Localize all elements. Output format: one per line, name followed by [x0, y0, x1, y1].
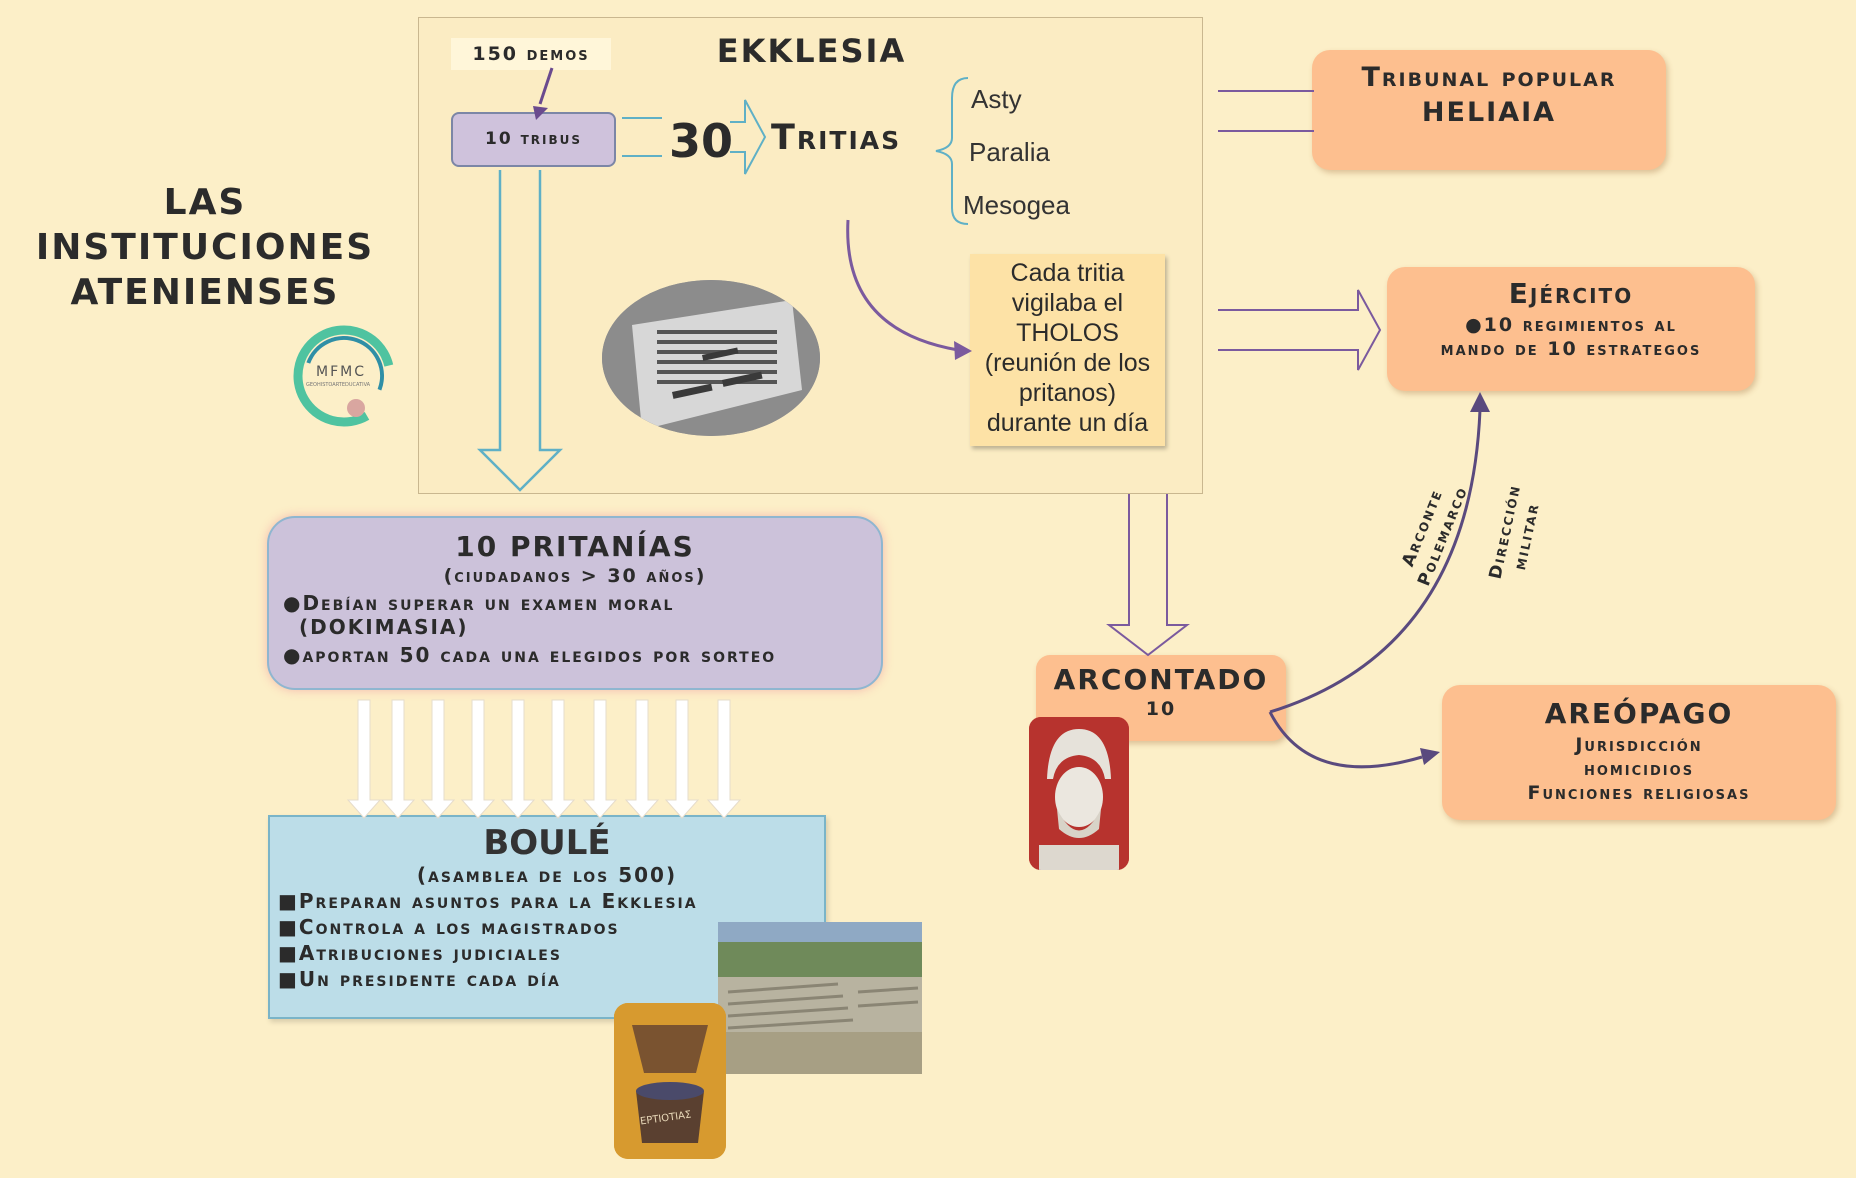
ekklesia-title: EKKLESIA — [716, 32, 907, 70]
boule-item: ■Atribuciones judiciales — [278, 941, 562, 965]
arrowhead-tholos — [954, 341, 972, 360]
pritanias-box: 10 PRITANÍAS (ciudadanos > 30 años) ●Deb… — [267, 516, 883, 690]
tritias-label: Tritias — [771, 118, 902, 158]
boule-title: BOULÉ — [483, 823, 611, 863]
page-title: LAS INSTITUCIONES ATENIENSES — [35, 182, 375, 313]
areopago-item: homicidios — [1583, 758, 1695, 780]
tribus-box: 10 tribus — [451, 112, 616, 167]
logo-text: MFMC — [316, 364, 366, 380]
arrow-ekklesia-to-arcontado — [1106, 494, 1190, 657]
arrow-arcontado-to-ejercito — [1269, 409, 1482, 714]
arcontado-title: ARCONTADO — [1053, 663, 1269, 696]
vase-image: EPTIOTIAΣ — [614, 1003, 726, 1159]
arrow-demos-to-tribus — [538, 67, 554, 105]
arrow-30-to-tritias — [730, 99, 767, 175]
demos-label: 150 demos — [451, 38, 611, 70]
region-paralia: Paralia — [969, 137, 1050, 167]
boule-item: ■Preparan asuntos para la Ekklesia — [278, 889, 698, 913]
heliaia-line2: HELIAIA — [1421, 97, 1557, 128]
ejercito-title: Ejército — [1508, 277, 1634, 310]
arrow-arcontado-to-areopago — [1268, 711, 1423, 769]
region-mesogea: Mesogea — [963, 190, 1070, 220]
boule-item: ■Controla a los magistrados — [278, 915, 620, 939]
region-asty: Asty — [971, 84, 1022, 114]
ejercito-box: Ejército ●10 regimientos al mando de 10 … — [1387, 267, 1755, 391]
boule-subtitle: (asamblea de los 500) — [416, 863, 678, 887]
mfmc-logo: MFMC GEOHISTOARTEDUCATIVA — [288, 320, 400, 432]
pritanias-item: (DOKIMASIA) — [299, 615, 469, 639]
pritanias-title: 10 PRITANÍAS — [455, 530, 695, 563]
boule-box: BOULÉ (asamblea de los 500) ■Preparan as… — [268, 815, 826, 1019]
areopago-item: Jurisdicción — [1575, 734, 1703, 756]
bouleuterion-ruins-image — [718, 922, 922, 1074]
logo-subtext: GEOHISTOARTEDUCATIVA — [306, 382, 371, 388]
boule-item: ■Un presidente cada día — [278, 967, 561, 991]
pritanias-subtitle: (ciudadanos > 30 años) — [443, 565, 707, 587]
arrow-tritias-to-tholos — [846, 219, 959, 352]
heliaia-line1: Tribunal popular — [1361, 62, 1617, 93]
tholos-note: Cada tritia vigilaba el THOLOS (reunión … — [970, 254, 1165, 446]
regions-brace — [935, 77, 969, 225]
ejercito-line2: mando de 10 estrategos — [1440, 338, 1702, 360]
ekklesia-panel: EKKLESIA 150 demos 10 tribus 30 Tritias … — [418, 17, 1203, 494]
pritanias-item: ●Debían superar un examen moral — [283, 591, 675, 615]
arrow-ekklesia-to-ejercito — [1218, 289, 1382, 371]
tritias-count: 30 — [669, 114, 734, 168]
pritanias-to-boule-arrows — [346, 699, 742, 819]
pritanias-item: ●aportan 50 cada una elegidos por sorteo — [283, 643, 777, 667]
kleroterion-image — [602, 280, 820, 436]
ejercito-line1: ●10 regimientos al — [1465, 314, 1677, 336]
arrowhead-demos — [533, 106, 548, 120]
areopago-title: AREÓPAGO — [1544, 697, 1734, 730]
heliaia-box: Tribunal popular HELIAIA — [1312, 50, 1666, 170]
arcontado-number: 10 — [1145, 698, 1177, 720]
areopago-item: Funciones religiosas — [1527, 782, 1751, 804]
arrowhead-ejercito — [1470, 392, 1490, 412]
areopago-box: AREÓPAGO Jurisdicción homicidios Funcion… — [1442, 685, 1836, 820]
arrowhead-areopago — [1420, 748, 1440, 765]
arrow-tribus-to-pritanias — [476, 170, 564, 492]
pericles-bust-image — [1029, 717, 1129, 870]
